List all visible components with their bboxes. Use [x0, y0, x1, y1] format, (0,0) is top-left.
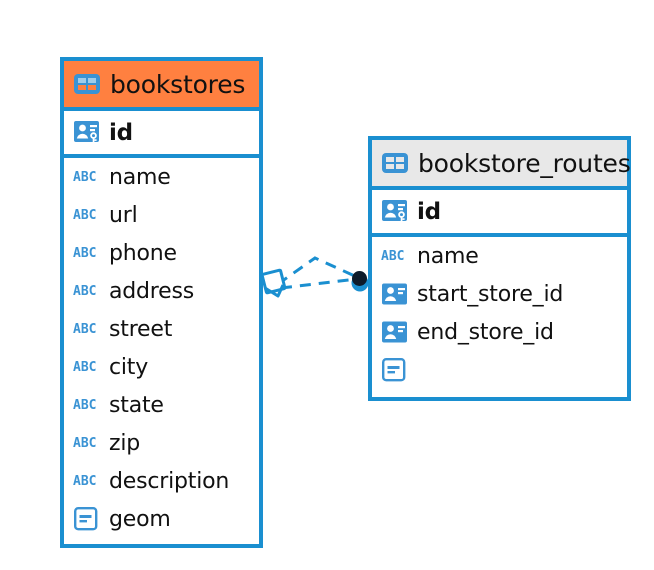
- field-label-bookstores-name: name: [109, 164, 171, 190]
- svg-text:ABC: ABC: [73, 436, 96, 451]
- field-label-bookstore-routes-start-store-id: start_store_id: [417, 281, 564, 307]
- foreign-key-icon: [381, 282, 409, 306]
- svg-text:ABC: ABC: [73, 170, 96, 185]
- field-row-bookstores-url[interactable]: ABC url: [64, 196, 259, 234]
- entity-bookstore-routes-title: bookstore_routes: [418, 148, 631, 178]
- abc-text-icon: ABC: [381, 247, 409, 265]
- field-row-bookstores-zip[interactable]: ABC zip: [64, 424, 259, 462]
- field-label-bookstore-routes-end-store-id: end_store_id: [417, 319, 554, 345]
- abc-text-icon: ABC: [73, 472, 101, 490]
- field-row-bookstores-street[interactable]: ABC street: [64, 310, 259, 348]
- svg-text:ABC: ABC: [381, 249, 404, 264]
- entity-bookstores-title: bookstores: [110, 69, 246, 99]
- geometry-icon: [381, 357, 409, 383]
- field-label-bookstores-address: address: [109, 278, 195, 304]
- svg-text:ABC: ABC: [73, 398, 96, 413]
- field-row-bookstore-routes-geom[interactable]: [372, 351, 627, 389]
- field-row-bookstores-geom[interactable]: geom: [64, 500, 259, 538]
- svg-text:ABC: ABC: [73, 360, 96, 375]
- field-row-bookstores-description[interactable]: ABC description: [64, 462, 259, 500]
- field-label-bookstores-street: street: [109, 316, 173, 342]
- field-row-bookstore-routes-start-store-id[interactable]: start_store_id: [372, 275, 627, 313]
- svg-text:ABC: ABC: [73, 208, 96, 223]
- entity-bookstores[interactable]: bookstores id A: [60, 57, 263, 548]
- field-label-bookstores-city: city: [109, 354, 149, 380]
- field-label-bookstores-zip: zip: [109, 430, 141, 456]
- field-label-bookstores-id: id: [109, 119, 133, 146]
- field-label-bookstores-url: url: [109, 202, 138, 228]
- abc-text-icon: ABC: [73, 282, 101, 300]
- svg-text:ABC: ABC: [73, 246, 96, 261]
- abc-text-icon: ABC: [73, 358, 101, 376]
- svg-text:ABC: ABC: [73, 284, 96, 299]
- abc-text-icon: ABC: [73, 396, 101, 414]
- field-label-bookstores-description: description: [109, 468, 230, 494]
- field-row-bookstores-address[interactable]: ABC address: [64, 272, 259, 310]
- abc-text-icon: ABC: [73, 244, 101, 262]
- field-row-bookstores-state[interactable]: ABC state: [64, 386, 259, 424]
- abc-text-icon: ABC: [73, 206, 101, 224]
- svg-text:ABC: ABC: [73, 474, 96, 489]
- abc-text-icon: ABC: [73, 320, 101, 338]
- field-row-bookstores-name[interactable]: ABC name: [64, 158, 259, 196]
- svg-text:ABC: ABC: [73, 322, 96, 337]
- geometry-icon: [73, 506, 101, 532]
- field-label-bookstores-phone: phone: [109, 240, 177, 266]
- field-label-bookstores-state: state: [109, 392, 164, 418]
- table-icon: [381, 151, 409, 175]
- filled-dot-marker: [351, 271, 369, 292]
- abc-text-icon: ABC: [73, 434, 101, 452]
- field-row-bookstore-routes-id[interactable]: id: [372, 190, 627, 237]
- field-row-bookstores-phone[interactable]: ABC phone: [64, 234, 259, 272]
- foreign-key-icon: [381, 320, 409, 344]
- field-row-bookstore-routes-name[interactable]: ABC name: [372, 237, 627, 275]
- field-label-bookstores-geom: geom: [109, 506, 171, 532]
- primary-key-icon: [381, 198, 411, 226]
- diamond-marker: [260, 268, 287, 298]
- relationship-line-end-store: [280, 277, 358, 290]
- field-row-bookstores-id[interactable]: id: [64, 111, 259, 158]
- abc-text-icon: ABC: [73, 168, 101, 186]
- entity-bookstore-routes-header[interactable]: bookstore_routes: [372, 140, 631, 190]
- relationship-line-start-store: [277, 256, 358, 286]
- field-row-bookstores-city[interactable]: ABC city: [64, 348, 259, 386]
- entity-bookstores-header[interactable]: bookstores: [64, 61, 259, 111]
- table-icon: [73, 72, 101, 96]
- field-label-bookstore-routes-name: name: [417, 243, 479, 269]
- field-label-bookstore-routes-id: id: [417, 198, 441, 225]
- field-row-bookstore-routes-end-store-id[interactable]: end_store_id: [372, 313, 627, 351]
- primary-key-icon: [73, 119, 103, 147]
- entity-bookstore-routes[interactable]: bookstore_routes id: [368, 136, 631, 401]
